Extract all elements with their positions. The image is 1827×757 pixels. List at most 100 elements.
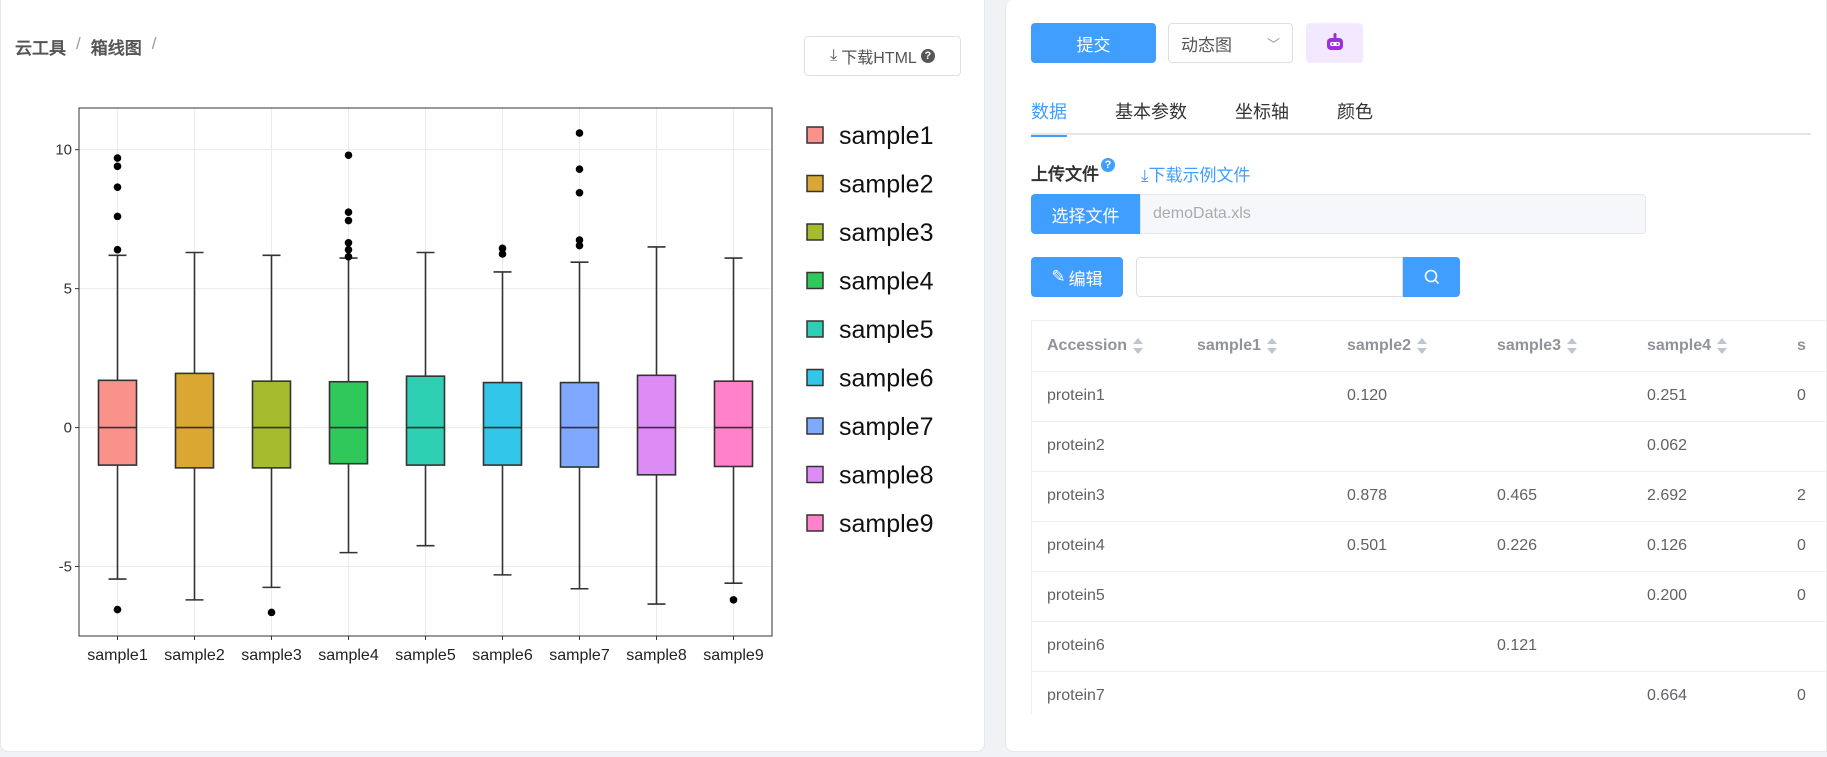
box: [482, 381, 523, 466]
search-button[interactable]: [1403, 257, 1460, 297]
legend-label: sample8: [839, 462, 934, 490]
help-icon[interactable]: ?: [920, 49, 935, 63]
tab-bar: 数据 基本参数 坐标轴 颜色: [1031, 95, 1811, 137]
robot-icon: [1326, 33, 1343, 50]
table-cell: protein1: [1032, 371, 1182, 422]
file-name-field[interactable]: demoData.xls: [1140, 194, 1646, 234]
edit-icon: ✎: [1051, 267, 1066, 286]
chart-mode-select[interactable]: 动态图 ﹀: [1168, 23, 1293, 63]
box: [251, 380, 292, 469]
column-header-label: Accession: [1047, 336, 1128, 354]
outlier-point: [498, 250, 507, 258]
outlier-point: [575, 188, 584, 197]
table-cell: 2.692: [1632, 471, 1782, 522]
column-header[interactable]: s: [1782, 321, 1826, 372]
tab-basic-params[interactable]: 基本参数: [1115, 102, 1187, 122]
y-tick-label: 10: [55, 142, 72, 159]
breadcrumb-item-boxplot[interactable]: 箱线图: [90, 39, 142, 58]
table-cell: 2: [1782, 471, 1826, 522]
table-cell: [1482, 671, 1632, 715]
legend-label: sample1: [839, 122, 934, 150]
outlier-point: [575, 129, 584, 137]
table-cell: protein5: [1032, 571, 1182, 622]
column-header[interactable]: sample3: [1482, 321, 1632, 372]
table-cell: 0.062: [1632, 421, 1782, 472]
column-header[interactable]: Accession: [1032, 321, 1182, 372]
outlier-point: [113, 154, 122, 162]
column-header[interactable]: sample1: [1182, 321, 1332, 372]
breadcrumb-separator: /: [151, 34, 157, 53]
x-tick-label: sample5: [395, 647, 456, 664]
choose-file-button[interactable]: 选择文件: [1031, 194, 1140, 234]
legend-swatch: [806, 271, 824, 290]
download-html-label: 下载HTML: [841, 50, 917, 67]
outlier-point: [344, 151, 353, 160]
table-cell: [1332, 621, 1482, 672]
table-cell: protein4: [1032, 521, 1182, 572]
table-cell: [1182, 371, 1332, 422]
column-header[interactable]: sample4: [1632, 321, 1782, 372]
legend-swatch: [806, 223, 824, 241]
legend-swatch: [806, 368, 824, 387]
download-sample-label: 下载示例文件: [1148, 166, 1251, 185]
x-tick-label: sample1: [87, 647, 148, 664]
download-html-button[interactable]: ⤓ 下载HTML ?: [804, 36, 961, 76]
y-tick-label: -5: [59, 559, 72, 576]
help-icon[interactable]: ?: [1101, 158, 1115, 172]
tab-data[interactable]: 数据: [1031, 95, 1067, 137]
x-tick-label: sample8: [626, 647, 687, 664]
table-cell: [1482, 421, 1632, 472]
sort-icon[interactable]: [1417, 337, 1428, 354]
table-cell: protein7: [1032, 671, 1182, 715]
x-tick-label: sample2: [164, 647, 225, 664]
table-cell: 0.200: [1632, 571, 1782, 622]
sort-icon[interactable]: [1567, 337, 1578, 354]
table-cell: [1782, 421, 1826, 472]
sort-icon[interactable]: [1133, 337, 1144, 354]
x-tick-label: sample4: [318, 647, 379, 664]
chart-mode-value: 动态图: [1181, 35, 1232, 55]
outlier-point: [113, 212, 122, 221]
legend-swatch: [806, 417, 824, 435]
download-sample-link[interactable]: ⤓下载示例文件: [1141, 161, 1251, 186]
search-input[interactable]: [1136, 257, 1403, 297]
table-cell: [1482, 571, 1632, 622]
outlier-point: [729, 596, 738, 604]
outlier-point: [575, 241, 584, 250]
legend-swatch: [806, 465, 824, 484]
breadcrumb-item-cloud-tools[interactable]: 云工具: [15, 39, 66, 58]
ai-assistant-button[interactable]: [1306, 23, 1363, 63]
settings-panel: 提交 动态图 ﹀ 数据 基本参数 坐标轴 颜色 上传文件 ? ⤓下载示例文件 选…: [1005, 0, 1827, 752]
legend-swatch: [806, 320, 824, 338]
tab-color[interactable]: 颜色: [1337, 102, 1373, 122]
table-cell: protein3: [1032, 471, 1182, 522]
box: [97, 379, 138, 466]
outlier-point: [113, 183, 122, 191]
column-header[interactable]: sample2: [1332, 321, 1482, 372]
download-icon: ⤓: [1141, 166, 1149, 185]
sort-icon[interactable]: [1267, 337, 1278, 354]
table-cell: 0.251: [1632, 371, 1782, 422]
tab-axis[interactable]: 坐标轴: [1235, 102, 1289, 122]
column-header-label: sample3: [1497, 336, 1562, 354]
table-cell: 0: [1782, 521, 1826, 572]
submit-button[interactable]: 提交: [1031, 23, 1156, 63]
edit-label: 编辑: [1068, 269, 1103, 289]
table-cell: 0.878: [1332, 471, 1482, 522]
outlier-point: [344, 216, 353, 225]
box: [174, 372, 215, 469]
table-cell: [1182, 421, 1332, 472]
outlier-point: [575, 236, 584, 244]
edit-button[interactable]: ✎ 编辑: [1031, 257, 1123, 297]
legend-label: sample6: [839, 365, 934, 393]
column-header-label: sample1: [1197, 336, 1262, 354]
sort-icon[interactable]: [1717, 337, 1728, 354]
box: [405, 375, 446, 466]
